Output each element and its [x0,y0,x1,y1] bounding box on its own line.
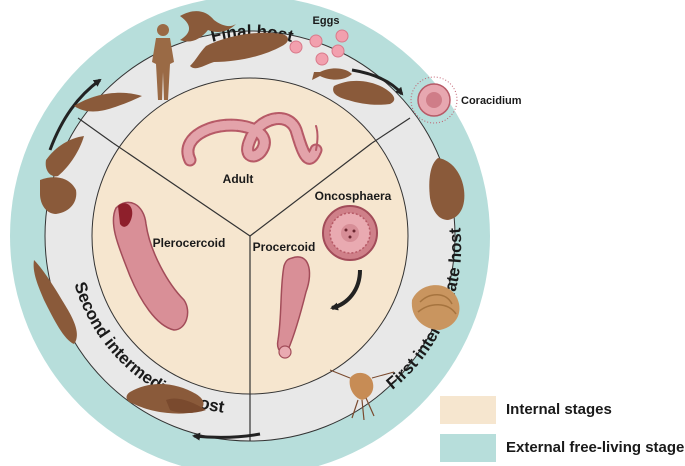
small-fish-top [312,68,352,80]
shark-silhouette-2 [45,136,84,177]
seal-silhouette [333,80,395,105]
plerocercoid-illustration [112,201,189,331]
whale-silhouette [190,32,288,69]
coracidium-label: Coracidium [461,95,522,107]
eggs-label: Eggs [313,15,340,27]
clam-silhouette [411,285,460,330]
oncosphaera-label: Oncosphaera [315,189,392,203]
plerocercoid-label: Plerocercoid [153,236,226,250]
host-animals [33,11,465,421]
cycle-arrow-bottom [192,432,261,441]
amphipod-silhouette [429,158,465,220]
cycle-arrow-top-right [351,68,404,96]
legend-swatch-internal [440,396,496,424]
procercoid-illustration [276,256,311,359]
coracidium-illustration [410,76,458,124]
legend-label-external: External free-living stages [506,439,685,456]
sector-dividers [77,117,411,441]
procercoid-label: Procercoid [253,240,316,254]
oncosphaera-illustration [322,205,378,261]
copepod-silhouette [329,369,395,421]
adult-label: Adult [223,172,254,186]
legend-label-internal: Internal stages [506,401,612,418]
adult-tapeworm-illustration [181,112,323,167]
human-silhouette [152,24,174,100]
oncosphaera-to-procercoid-arrow [330,269,362,311]
bird-silhouette [180,11,236,42]
shark-silhouette-1 [74,92,142,112]
eggs-illustration [289,29,349,66]
cycle-arrow-top-left [48,78,102,151]
pike-silhouette [40,177,77,214]
legend-swatch-external [440,434,496,462]
fish-silhouette-bottom-2 [166,398,206,413]
catfish-silhouette [33,260,77,344]
